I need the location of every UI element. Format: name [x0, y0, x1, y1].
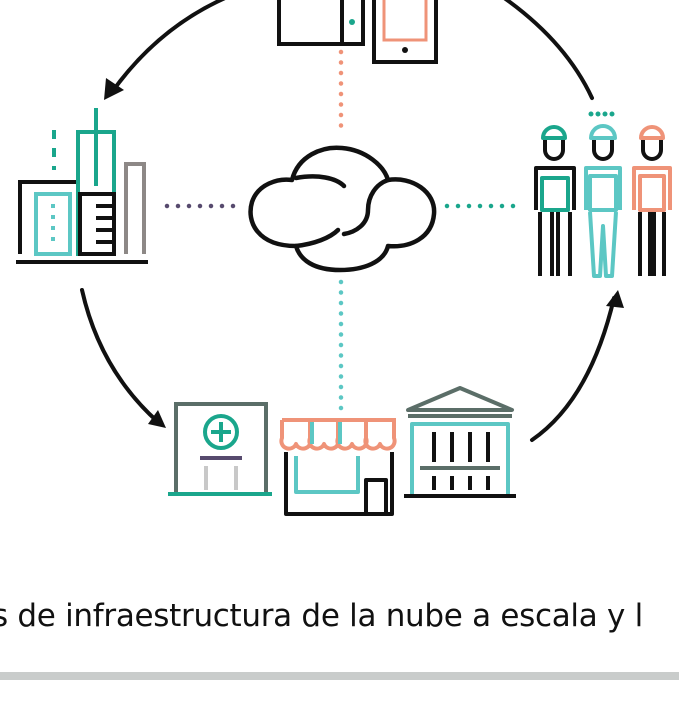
tablet-icon	[372, 0, 438, 64]
arrowhead-bottom-right	[606, 290, 624, 308]
bank-icon	[404, 386, 516, 498]
caption-text: s de infraestructura de la nube a escala…	[0, 598, 643, 634]
arrow-left-bottom	[80, 288, 160, 424]
workers-icon	[534, 111, 672, 278]
worker-1	[534, 125, 576, 276]
city-buildings-icon	[16, 108, 148, 264]
monitor-icon	[277, 0, 365, 46]
hospital-icon	[168, 402, 272, 496]
cloud-icon	[248, 145, 437, 273]
devices-icon	[277, 0, 438, 64]
worker-2	[584, 124, 622, 278]
section-divider	[0, 672, 679, 680]
diagram-caption: s de infraestructura de la nube a escala…	[0, 598, 679, 634]
cloud-ecosystem-diagram	[16, 0, 672, 516]
arrow-bottom-right	[530, 296, 616, 442]
arrowhead-top-left	[104, 78, 124, 100]
shop-icon	[279, 418, 397, 516]
arrowhead-left-bottom	[148, 410, 166, 428]
arrow-top-right	[503, 0, 594, 100]
cycle-arrows	[80, 0, 616, 442]
arrow-heads	[104, 78, 624, 428]
arrow-top-left	[110, 0, 226, 94]
worker-3	[632, 125, 672, 276]
